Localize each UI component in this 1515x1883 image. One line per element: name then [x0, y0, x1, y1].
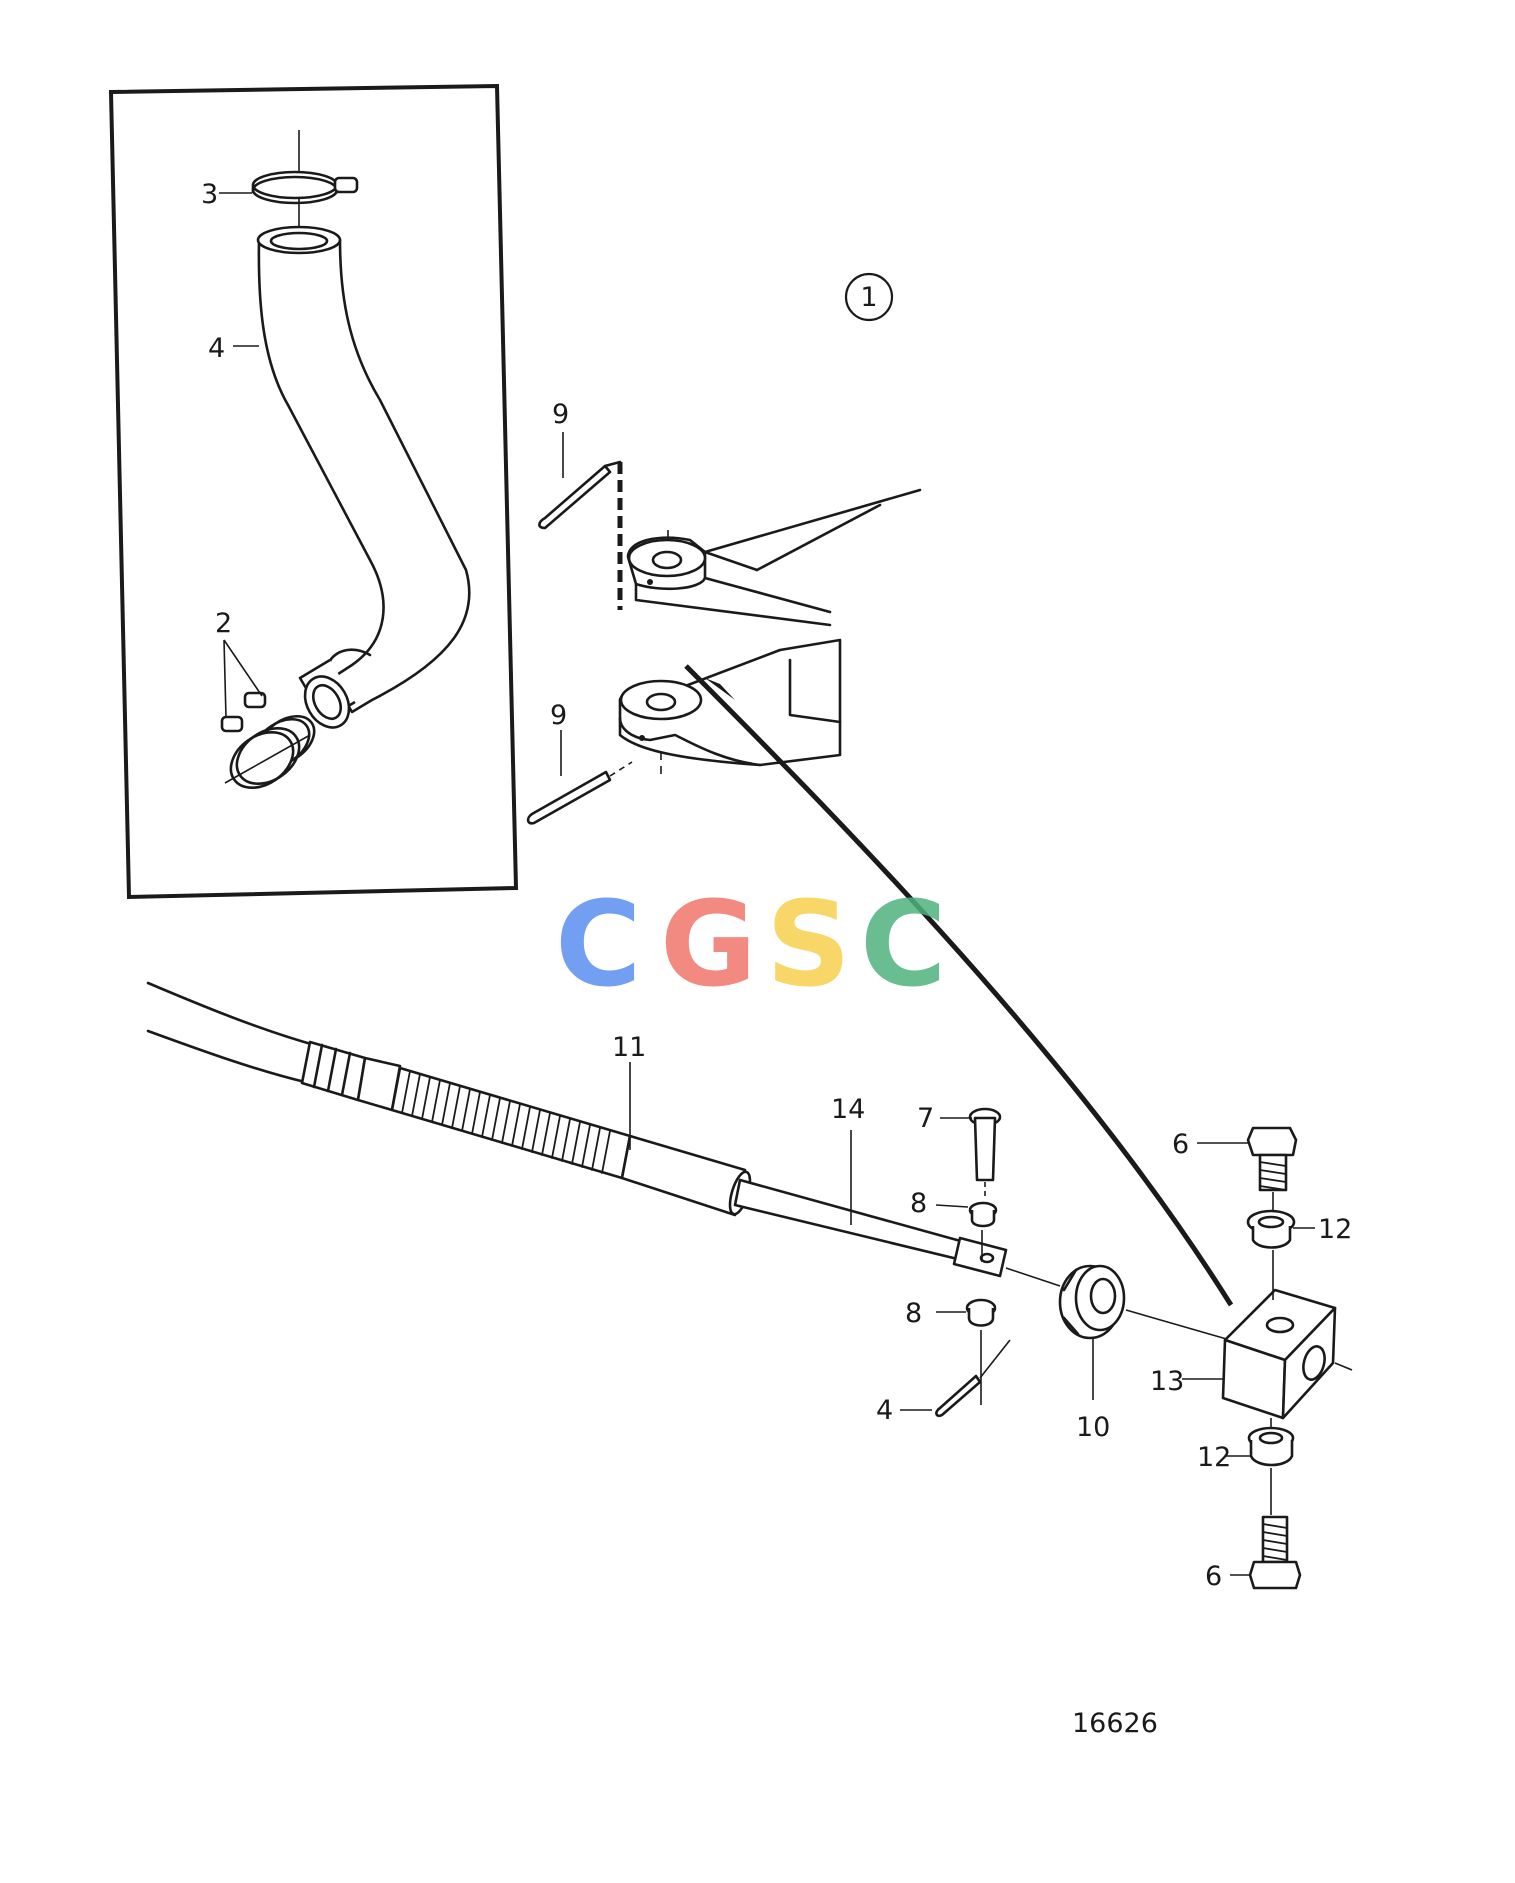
group-marker: 1 [844, 272, 894, 322]
sealing-washer-top-icon [1246, 1209, 1296, 1249]
callout-12-bottom: 12 [1197, 1442, 1231, 1473]
connector-block-icon [1221, 1288, 1353, 1420]
callout-9-upper: 9 [552, 399, 569, 430]
sealing-washer-bottom-icon [1247, 1426, 1295, 1467]
hose-inset: 3 4 2 [108, 83, 519, 900]
callout-11: 11 [612, 1032, 646, 1063]
callout-4-cotter: 4 [876, 1395, 893, 1426]
banjo-bolt-top-icon [1246, 1126, 1298, 1192]
washer-lower-icon [965, 1298, 997, 1327]
cotter-pin-upper-icon [538, 460, 622, 530]
washer-upper-icon [968, 1201, 998, 1228]
callout-12-top: 12 [1318, 1214, 1352, 1245]
lock-nut-icon [1058, 1264, 1126, 1340]
inset-frame [108, 83, 519, 900]
banjo-bolt-bottom-icon [1248, 1515, 1302, 1590]
callout-4-hose: 4 [208, 333, 225, 364]
callout-9-lower: 9 [550, 700, 567, 731]
drawing-number: 16626 [1072, 1708, 1158, 1739]
callout-8-upper: 8 [910, 1188, 927, 1219]
callout-8-lower: 8 [905, 1298, 922, 1329]
watermark-letter-3: S [766, 875, 851, 1013]
callout-3: 3 [201, 179, 218, 210]
callout-10: 10 [1076, 1412, 1110, 1443]
hose-clamps-bottom-icon [220, 691, 316, 789]
cotter-pin-small-icon [935, 1339, 1011, 1418]
clevis-pin-icon [968, 1107, 1002, 1198]
callout-7: 7 [917, 1103, 934, 1134]
callout-6-top: 6 [1172, 1129, 1189, 1160]
watermark-letter-4: C [860, 875, 947, 1013]
callout-13: 13 [1150, 1366, 1184, 1397]
assembly-guide-line [684, 664, 1234, 1307]
watermark: C G S C [555, 875, 947, 1013]
callout-2: 2 [215, 608, 232, 639]
steering-arms [617, 462, 922, 780]
callout-6-bottom: 6 [1205, 1561, 1222, 1592]
control-cable-icon [146, 981, 1008, 1278]
group-marker-number: 1 [860, 282, 877, 313]
callout-14: 14 [831, 1094, 865, 1125]
watermark-letter-2: G [660, 875, 757, 1013]
hose-clamp-top-icon [251, 130, 359, 250]
watermark-letter-1: C [555, 875, 642, 1013]
cotter-pin-lower-icon [526, 761, 633, 825]
hose-icon [256, 225, 471, 729]
